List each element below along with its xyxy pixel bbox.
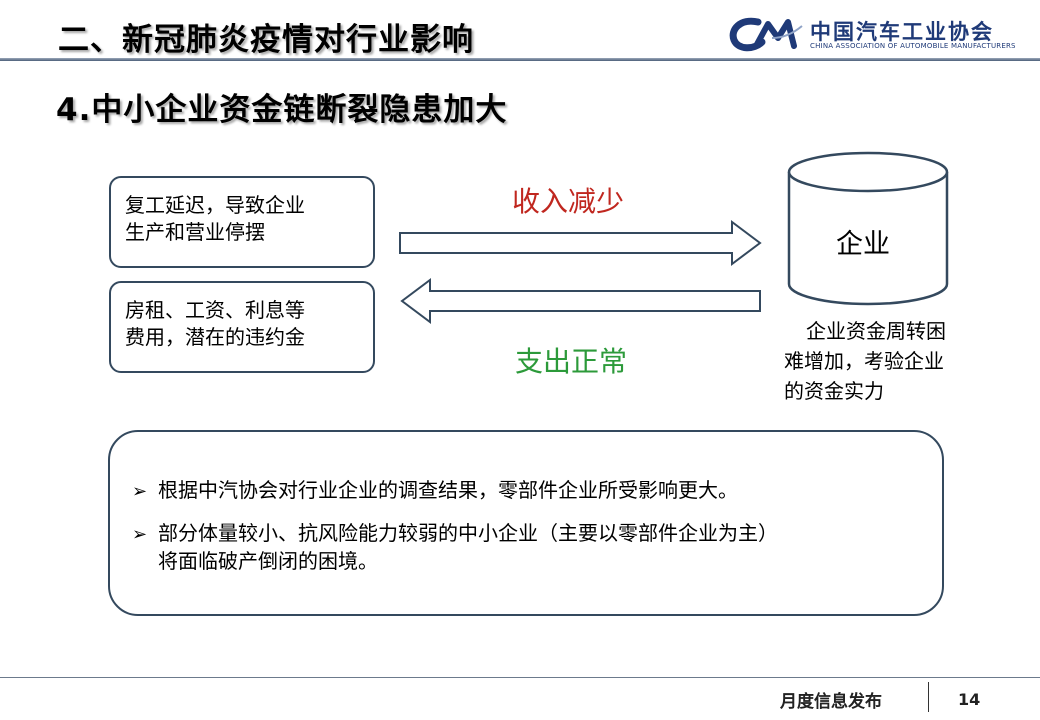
logo-english-name: CHINA ASSOCIATION OF AUTOMOBILE MANUFACT… (810, 42, 1016, 50)
right-arrow-icon (399, 220, 762, 266)
bullet-arrow-icon: ➢ (132, 481, 148, 502)
enterprise-note-line1: 企业资金周转困 (806, 319, 946, 343)
findings-box (108, 430, 944, 616)
cost-box-expenses-line2: 费用，潜在的违约金 (125, 325, 305, 349)
bullet-arrow-icon: ➢ (132, 524, 148, 545)
enterprise-note: 企业资金周转困 难增加，考验企业 的资金实力 (784, 316, 984, 406)
enterprise-label: 企业 (836, 229, 890, 260)
left-arrow-icon (400, 278, 761, 324)
footer-divider (0, 677, 1040, 678)
cam-logo-icon (729, 17, 803, 52)
finding-bullet-2: ➢ 部分体量较小、抗风险能力较弱的中小企业（主要以零部件企业为主） (132, 519, 778, 549)
finding-bullet-2-text: 部分体量较小、抗风险能力较弱的中小企业（主要以零部件企业为主） (158, 521, 778, 545)
association-logo: 中国汽车工业协会 CHINA ASSOCIATION OF AUTOMOBILE… (728, 14, 1016, 54)
cost-box-expenses-line1: 房租、工资、利息等 (125, 298, 305, 322)
finding-bullet-1-text: 根据中汽协会对行业企业的调查结果，零部件企业所受影响更大。 (158, 478, 738, 502)
cause-box-delay-line2: 生产和营业停摆 (125, 220, 265, 244)
finding-bullet-2-continuation: 将面临破产倒闭的困境。 (158, 549, 378, 573)
enterprise-cylinder-icon (787, 151, 949, 306)
finding-bullet-1: ➢ 根据中汽协会对行业企业的调查结果，零部件企业所受影响更大。 (132, 476, 738, 506)
page-number: 14 (958, 690, 981, 709)
slide-subtitle: 4.中小企业资金链断裂隐患加大 (56, 92, 508, 128)
footer-label: 月度信息发布 (780, 692, 882, 712)
enterprise-note-line3: 的资金实力 (784, 379, 884, 403)
header-divider (0, 58, 1040, 61)
cause-box-delay-line1: 复工延迟，导致企业 (125, 193, 305, 217)
cost-box-expenses: 房租、工资、利息等 费用，潜在的违约金 (109, 281, 375, 373)
income-decrease-label: 收入减少 (512, 185, 625, 218)
footer-separator (928, 682, 929, 712)
expense-normal-label: 支出正常 (515, 345, 628, 378)
cause-box-delay: 复工延迟，导致企业 生产和营业停摆 (109, 176, 375, 268)
enterprise-note-line2: 难增加，考验企业 (784, 349, 944, 373)
slide-section-title: 二、新冠肺炎疫情对行业影响 (58, 22, 474, 58)
logo-chinese-name: 中国汽车工业协会 (810, 20, 994, 44)
